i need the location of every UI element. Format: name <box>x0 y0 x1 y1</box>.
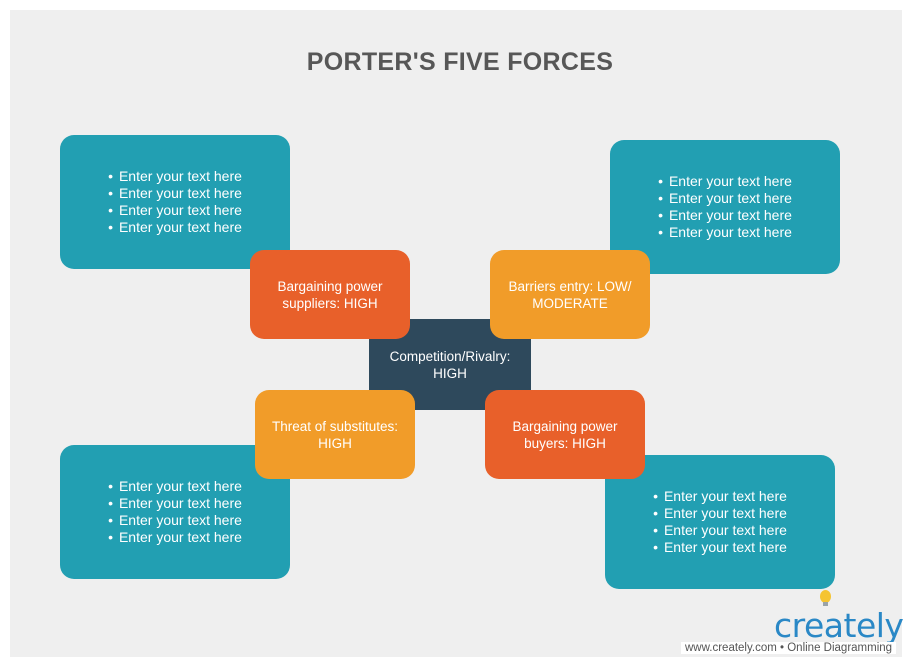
bullet-list: Enter your text here Enter your text her… <box>108 478 242 546</box>
bullet-item: Enter your text here <box>653 539 787 556</box>
force-buyers-box[interactable]: Bargaining power buyers: HIGH <box>485 390 645 479</box>
bullet-item: Enter your text here <box>108 202 242 219</box>
force-substitutes-box[interactable]: Threat of substitutes: HIGH <box>255 390 415 479</box>
force-label-line1: Bargaining power <box>512 418 618 434</box>
bullet-item: Enter your text here <box>108 185 242 202</box>
diagram-title: PORTER'S FIVE FORCES <box>306 48 614 76</box>
force-label-line2: buyers: HIGH <box>524 435 606 451</box>
bullet-item: Enter your text here <box>658 207 792 224</box>
bullet-item: Enter your text here <box>658 224 792 241</box>
bullet-item: Enter your text here <box>653 522 787 539</box>
note-top-right[interactable]: Enter your text here Enter your text her… <box>610 140 840 274</box>
force-suppliers-box[interactable]: Bargaining power suppliers: HIGH <box>250 250 410 339</box>
bullet-item: Enter your text here <box>653 488 787 505</box>
bullet-item: Enter your text here <box>658 190 792 207</box>
note-bottom-left[interactable]: Enter your text here Enter your text her… <box>60 445 290 579</box>
bullet-item: Enter your text here <box>108 512 242 529</box>
bullet-item: Enter your text here <box>108 529 242 546</box>
center-label-line2: HIGH <box>433 365 467 381</box>
bullet-list: Enter your text here Enter your text her… <box>108 168 242 236</box>
creately-logo: creately <box>774 606 904 645</box>
creately-tagline: www.creately.com • Online Diagramming <box>681 642 897 654</box>
force-label-line2: HIGH <box>318 435 352 451</box>
lightbulb-icon <box>820 590 831 603</box>
note-top-left[interactable]: Enter your text here Enter your text her… <box>60 135 290 269</box>
bullet-item: Enter your text here <box>658 173 792 190</box>
force-label-line1: Threat of substitutes: <box>271 418 399 434</box>
force-label-line2: MODERATE <box>532 295 608 311</box>
bullet-item: Enter your text here <box>108 219 242 236</box>
note-bottom-right[interactable]: Enter your text here Enter your text her… <box>605 455 835 589</box>
center-label-line1: Competition/Rivalry: <box>389 348 511 364</box>
bullet-item: Enter your text here <box>653 505 787 522</box>
bullet-list: Enter your text here Enter your text her… <box>653 488 787 556</box>
force-label-line2: suppliers: HIGH <box>282 295 378 311</box>
force-barriers-box[interactable]: Barriers entry: LOW/ MODERATE <box>490 250 650 339</box>
bullet-list: Enter your text here Enter your text her… <box>658 173 792 241</box>
lightbulb-base-icon <box>823 602 828 606</box>
force-label-line1: Barriers entry: LOW/ <box>508 278 632 294</box>
bullet-item: Enter your text here <box>108 168 242 185</box>
bullet-item: Enter your text here <box>108 495 242 512</box>
force-label-line1: Bargaining power <box>277 278 383 294</box>
bullet-item: Enter your text here <box>108 478 242 495</box>
